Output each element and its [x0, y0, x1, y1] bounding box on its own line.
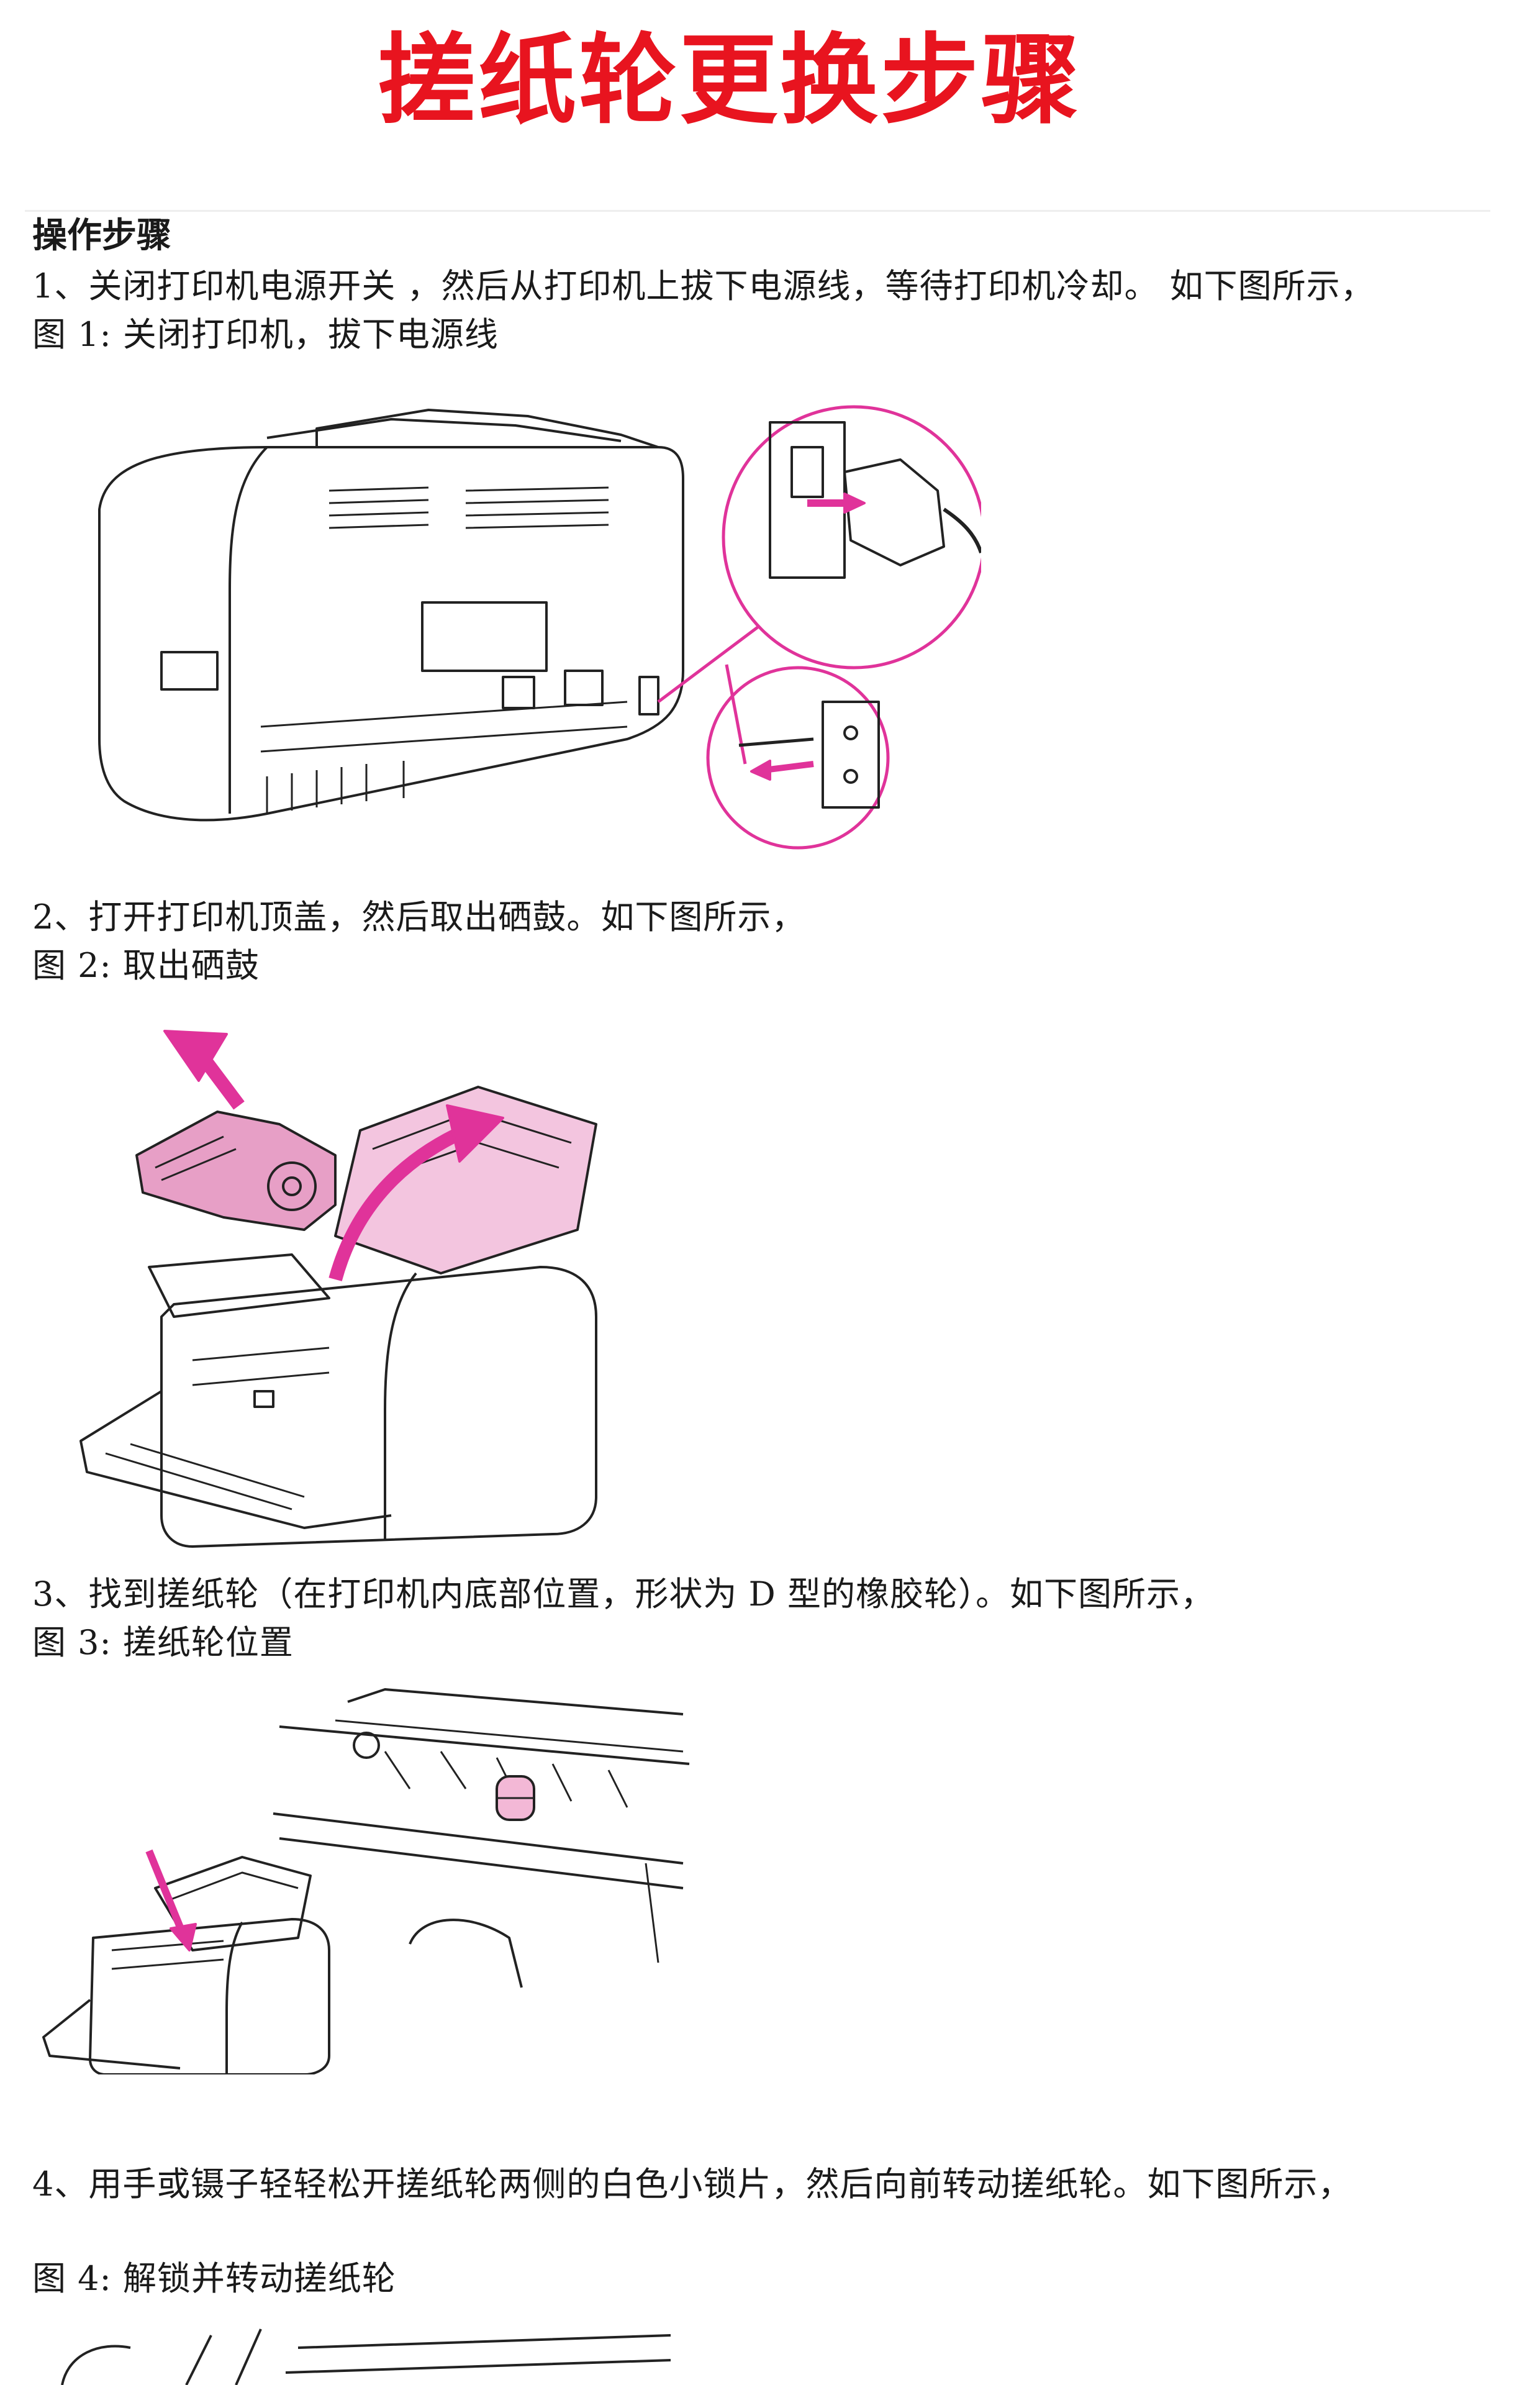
divider	[25, 210, 1490, 212]
step-1-text: 1、关闭打印机电源开关 ，然后从打印机上拔下电源线，等待打印机冷却。 如下图所示…	[32, 266, 1375, 306]
figure-1-printer-power	[81, 379, 981, 870]
page-title: 搓纸轮更换步骤	[378, 24, 1082, 138]
step-2-text: 2、打开打印机顶盖，然后取出硒鼓。如下图所示，	[32, 897, 806, 937]
figure-3-roller-location	[37, 1677, 702, 2074]
figure-2-remove-cartridge	[68, 1006, 621, 1565]
figure-1-caption: 图 1: 关闭打印机，拔下电源线	[32, 315, 499, 354]
figure-2-caption: 图 2: 取出硒鼓	[32, 946, 260, 985]
figure-4-unlock-roller	[50, 2323, 683, 2385]
step-4-text: 4、用手或镊子轻轻松开搓纸轮两侧的白色小锁片，然后向前转动搓纸轮。如下图所示，	[32, 2165, 1352, 2204]
step-3-text: 3、找到搓纸轮（在打印机内底部位置，形状为 D 型的橡胶轮）。如下图所示，	[32, 1574, 1215, 1614]
section-heading: 操作步骤	[32, 216, 171, 256]
figure-4-caption: 图 4: 解锁并转动搓纸轮	[32, 2259, 396, 2298]
figure-3-caption: 图 3: 搓纸轮位置	[32, 1623, 294, 1662]
